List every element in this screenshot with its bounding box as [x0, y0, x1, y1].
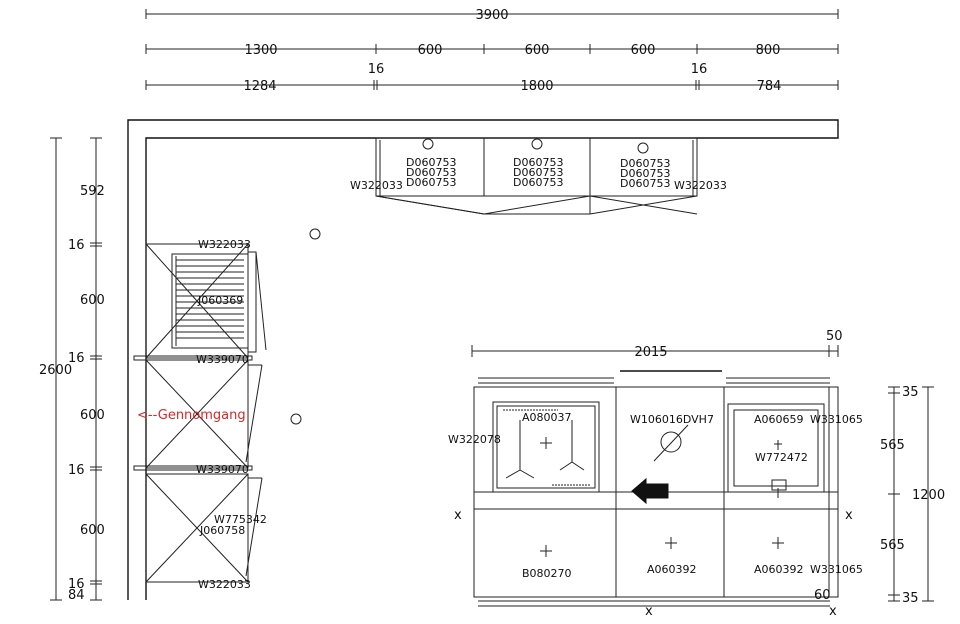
dim-565-top: 565: [880, 438, 905, 453]
dim-565-bottom: 565: [880, 538, 905, 553]
wall-outline: [127, 119, 839, 600]
dim-16-l3: 16: [68, 463, 85, 478]
code-w331065-bottom: W331065: [810, 563, 863, 576]
dim-600-c: 600: [631, 43, 656, 58]
top-wall-labels: W322033 W322033 D060753 D060753 D060753 …: [350, 156, 727, 192]
code-j060369: J060369: [197, 294, 243, 307]
dim-16-right: 16: [691, 62, 708, 77]
dim-592: 592: [80, 184, 105, 199]
top-dimension-total: 3900: [145, 8, 839, 23]
island-labels: W322078 A080037 W106016DVH7 A060659 W772…: [448, 411, 863, 619]
dim-1200: 1200: [912, 488, 945, 503]
dim-3900: 3900: [475, 8, 508, 23]
code-b080270: B080270: [522, 567, 572, 580]
code-a060392-mid: A060392: [647, 563, 697, 576]
dim-1300: 1300: [244, 43, 277, 58]
dim-16-l4: 16: [68, 577, 85, 592]
x-mark-left: x: [454, 508, 462, 523]
dim-1284: 1284: [243, 79, 276, 94]
code-w339070-b: W339070: [196, 463, 249, 476]
x-mark-bottom-right: x: [829, 604, 837, 619]
dim-60: 60: [814, 588, 831, 603]
code-a060392-right: A060392: [754, 563, 804, 576]
code-d060753-2b: D060753: [513, 166, 563, 179]
code-w331065-top: W331065: [810, 413, 863, 426]
dim-600-b: 600: [525, 43, 550, 58]
left-dimension-segments: 592 16 600 16 600 16 600 16 84: [68, 137, 105, 603]
dim-50: 50: [826, 329, 843, 344]
dim-600-l1: 600: [80, 293, 105, 308]
dim-600-l3: 600: [80, 523, 105, 538]
code-w772472: W772472: [755, 451, 808, 464]
dim-1800: 1800: [520, 79, 553, 94]
code-a080037: A080037: [522, 411, 572, 424]
dim-35-bottom: 35: [902, 591, 919, 606]
dim-2015: 2015: [634, 345, 667, 360]
code-d060753-1a: D060753: [406, 156, 456, 169]
code-d060753-1c: D060753: [406, 176, 456, 189]
code-w322033-top-right: W322033: [674, 179, 727, 192]
dim-800: 800: [756, 43, 781, 58]
code-w106016dvh7: W106016DVH7: [630, 413, 714, 426]
x-mark-bottom-mid: x: [645, 604, 653, 619]
dim-600-a: 600: [418, 43, 443, 58]
code-d060753-2a: D060753: [513, 156, 563, 169]
code-w339070-a: W339070: [196, 353, 249, 366]
left-wall-cabinets: [133, 243, 267, 583]
code-a060659: A060659: [754, 413, 804, 426]
dim-84: 84: [68, 588, 85, 603]
code-d060753-1b: D060753: [406, 166, 456, 179]
code-w322078: W322078: [448, 433, 501, 446]
fridge-grille: [175, 256, 244, 346]
code-w775342: W775342: [214, 513, 267, 526]
dim-16-l1: 16: [68, 238, 85, 253]
dim-16-left: 16: [368, 62, 385, 77]
left-dimension-total: 2600: [39, 137, 72, 601]
dim-2600: 2600: [39, 363, 72, 378]
dim-600-l2: 600: [80, 408, 105, 423]
code-w322033-top-left: W322033: [350, 179, 403, 192]
dim-35-top: 35: [902, 385, 919, 400]
island-body: [473, 370, 839, 607]
dim-784: 784: [757, 79, 782, 94]
x-mark-right: x: [845, 508, 853, 523]
code-j060758: J060758: [199, 524, 245, 537]
top-wall-cabinets: [290, 137, 698, 425]
code-d060753-3b: D060753: [620, 167, 670, 180]
corridor-label: <--Gennomgang: [137, 408, 246, 423]
right-dimensions: 35 565 565 35 1200: [880, 385, 945, 606]
dim-16-l2: 16: [68, 351, 85, 366]
top-dimension-row2: 1300 600 600 600 800: [145, 43, 839, 58]
left-wall-labels: W322033 J060369 W339070 <--Gennomgang W3…: [137, 238, 267, 591]
island-width-dimension: 2015 50: [471, 329, 843, 360]
top-dimension-row3: 16 16 1284 1800 784: [145, 62, 839, 94]
code-w322033-left-bottom: W322033: [198, 578, 251, 591]
code-d060753-3c: D060753: [620, 177, 670, 190]
code-w322033-left-top: W322033: [198, 238, 251, 251]
code-d060753-2c: D060753: [513, 176, 563, 189]
code-d060753-3a: D060753: [620, 157, 670, 170]
